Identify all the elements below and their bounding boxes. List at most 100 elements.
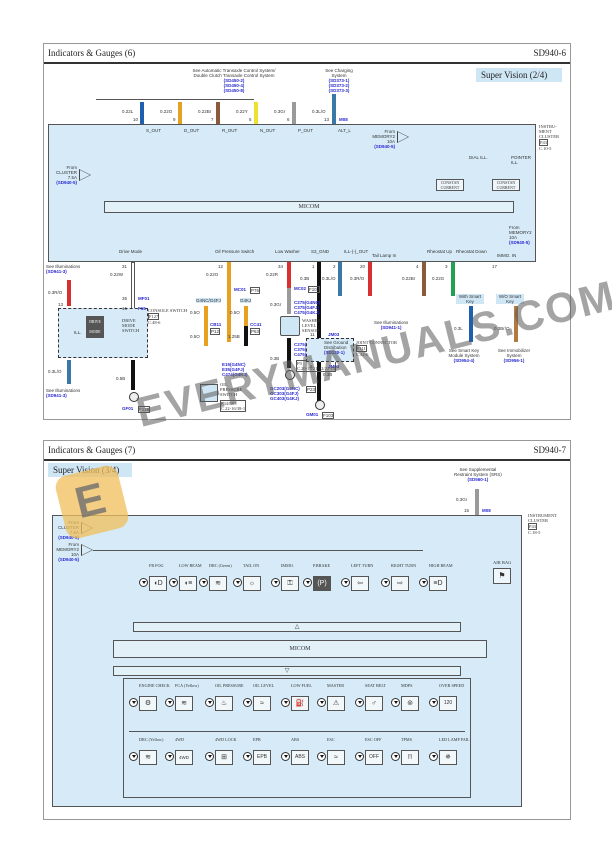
wire-gauge: 0.3Gr [270,302,282,307]
indicator-left-turn: LEFT TURN ⇦ [341,563,393,604]
indicator-lamp-icon [129,752,138,761]
lower-bus [129,731,465,732]
see-illuminations-right[interactable]: See Illuminations (SD941-1) [374,320,409,330]
airbag-label: AIR BAG [493,560,512,565]
pin-number: 2 [333,264,336,269]
wire-s-out [140,102,144,124]
see-illuminations-bottom[interactable]: See Illuminations (SD941-3) [46,388,81,398]
washer-level-sensor-icon [280,316,300,336]
4wd-icon: 4WD [175,750,193,765]
ground-icon [129,392,139,402]
wire-ill-blue [67,360,71,384]
signal-label: S_OUT [146,128,162,133]
indicator-lamp-icon [281,752,290,761]
ground-distribution-box[interactable] [306,338,354,362]
wire-gauge: 0.22O [160,109,173,114]
wire-d-out [178,102,182,124]
indicator-lamp-icon [205,752,214,761]
wire-gauge: 0.3L/O [48,369,62,374]
input-bar: ▽ [113,666,461,676]
wire-srs [475,489,479,515]
indicator-lamp-icon [205,698,214,707]
srs-reference[interactable]: See Supplemental Restraint System (SRS) … [454,467,502,482]
wire-gauge: 0.5O [190,310,200,315]
drive-mode-icon: DRIVE MODE [86,316,104,338]
indicator-low-beam: LOW BEAM ◖≡ [169,563,221,604]
indicator-immo: IMMO. ⚿ [271,563,323,604]
source-memory-d: From MEMORY2 10A (SD940-5) [372,129,395,149]
indicator-lamp-icon [419,578,428,587]
pin-signal: Low Washer [275,249,300,254]
source-memory: From MEMORY2 10A (SD940-5) [56,542,79,562]
connector-cc41: CC41 [250,322,262,327]
signal-label: ALT_L [338,128,351,133]
indicator-4wd: 4WD 4WD [165,737,217,778]
indicator-lamp-icon [317,752,326,761]
pointer-illumination: POINTER ILL. [511,155,532,165]
connector-a-icon [79,169,91,181]
pin-number: 20 [360,264,366,269]
see-illuminations-top[interactable]: See Illuminations (SD941-3) [46,264,81,274]
atm-reference[interactable]: See Automatic Transaxle Control System/ … [192,68,276,93]
wire-oil-left [204,306,208,346]
wire-rheostat-up [422,262,426,296]
4wd-lock-icon: ⊞ [215,750,233,765]
instrument-cluster-block: From CLUSTER 7.5A (SD940-5) From MEMORY2… [52,515,522,807]
wire-gauge: 0.3Gr [456,497,468,502]
source-cluster: From CLUSTER 7.5A (SD940-5) [55,165,77,185]
see-smart-key-system[interactable]: See Smart Key Module System (SD954-4) [448,348,480,363]
wire-rheostat-down [451,262,455,296]
oil-pressure-switch-label: OIL PRESSURE SWITCH [220,382,243,397]
see-ground-distribution[interactable]: See Ground Distribution (SD130-1) [324,340,349,355]
tail-lamp-icon: ☼ [243,576,261,591]
led-lamp-icon: ✵ [439,750,457,765]
wire-gauge: 0.5O [230,310,240,315]
wire-ground-black [131,360,135,390]
wire-gauge: 0.3B [300,276,310,281]
indicator-fr-fog: FR FOG ◖D [139,563,191,604]
pin-number: 10 [133,117,139,122]
pin-signal: S3_GND [311,249,330,254]
illumination-label: ILL. [74,330,82,335]
connector-mc02: MC02 [294,286,307,291]
indicator-fca-yellow: FCA (Yellow) ≋ [165,683,217,724]
indicator-oil-level: OIL LEVEL ≈ [243,683,295,724]
pin-number: 12 [218,264,224,269]
lower-indicator-frame [123,678,471,798]
wire-n-out [254,102,258,124]
connector-mf01: MF01 [138,296,150,301]
wire-gauge: 0.22O [206,272,219,277]
signal-label: R_OUT [222,128,238,133]
low-beam-icon: ◖≡ [179,576,197,591]
indicator-lamp-icon [317,698,326,707]
cluster-label: INSTRUMENT CLUSTER P43 C.18-5 [528,513,557,535]
charging-reference[interactable]: See Charging System (SD373-1) (SD373-2) … [325,68,353,93]
variant-label: G4KJ [240,298,252,303]
indicator-lamp-icon [139,578,148,587]
fuel-icon: ⛽ [291,696,309,711]
speed-120-icon: 120 [439,696,457,711]
connector-ref: P76 [250,287,261,294]
see-immobilizer-system[interactable]: See Immobilizer System (SD956-1) [497,348,531,363]
signal-label: P_OUT [298,128,314,133]
esc-off-icon: OFF [365,750,383,765]
pin-signal: IMMO. IN [497,253,517,258]
indicator-oil-pressure: OIL PRESSURE ♨ [205,683,257,724]
wire-gauge: 0.3L/O [322,276,336,281]
wire-ill-red [67,280,71,306]
indicator-lamp-icon [355,752,364,761]
abs-icon: ABS [291,750,309,765]
indicator-epb: EPB EPB [243,737,295,778]
pin-number: 4 [416,264,419,269]
wire-washer-gray [287,288,291,314]
pin-number: 11 [310,332,315,337]
indicator-engine-check: ENGINE CHECK ⚙ [129,683,181,724]
constant-current-1: CONSTAN CURRENT [436,179,464,191]
pin-number: 7 [211,117,214,122]
pin-signal: ILL-(-)_OUT [344,249,369,254]
connector-ref: F102 [308,286,321,293]
page-title: Indicators & Gauges (7) [48,445,136,455]
indicator-drc-green: DRC (Green) ≋ [199,563,251,604]
atm-bracket [96,99,254,100]
oil-can-icon: ♨ [215,696,233,711]
